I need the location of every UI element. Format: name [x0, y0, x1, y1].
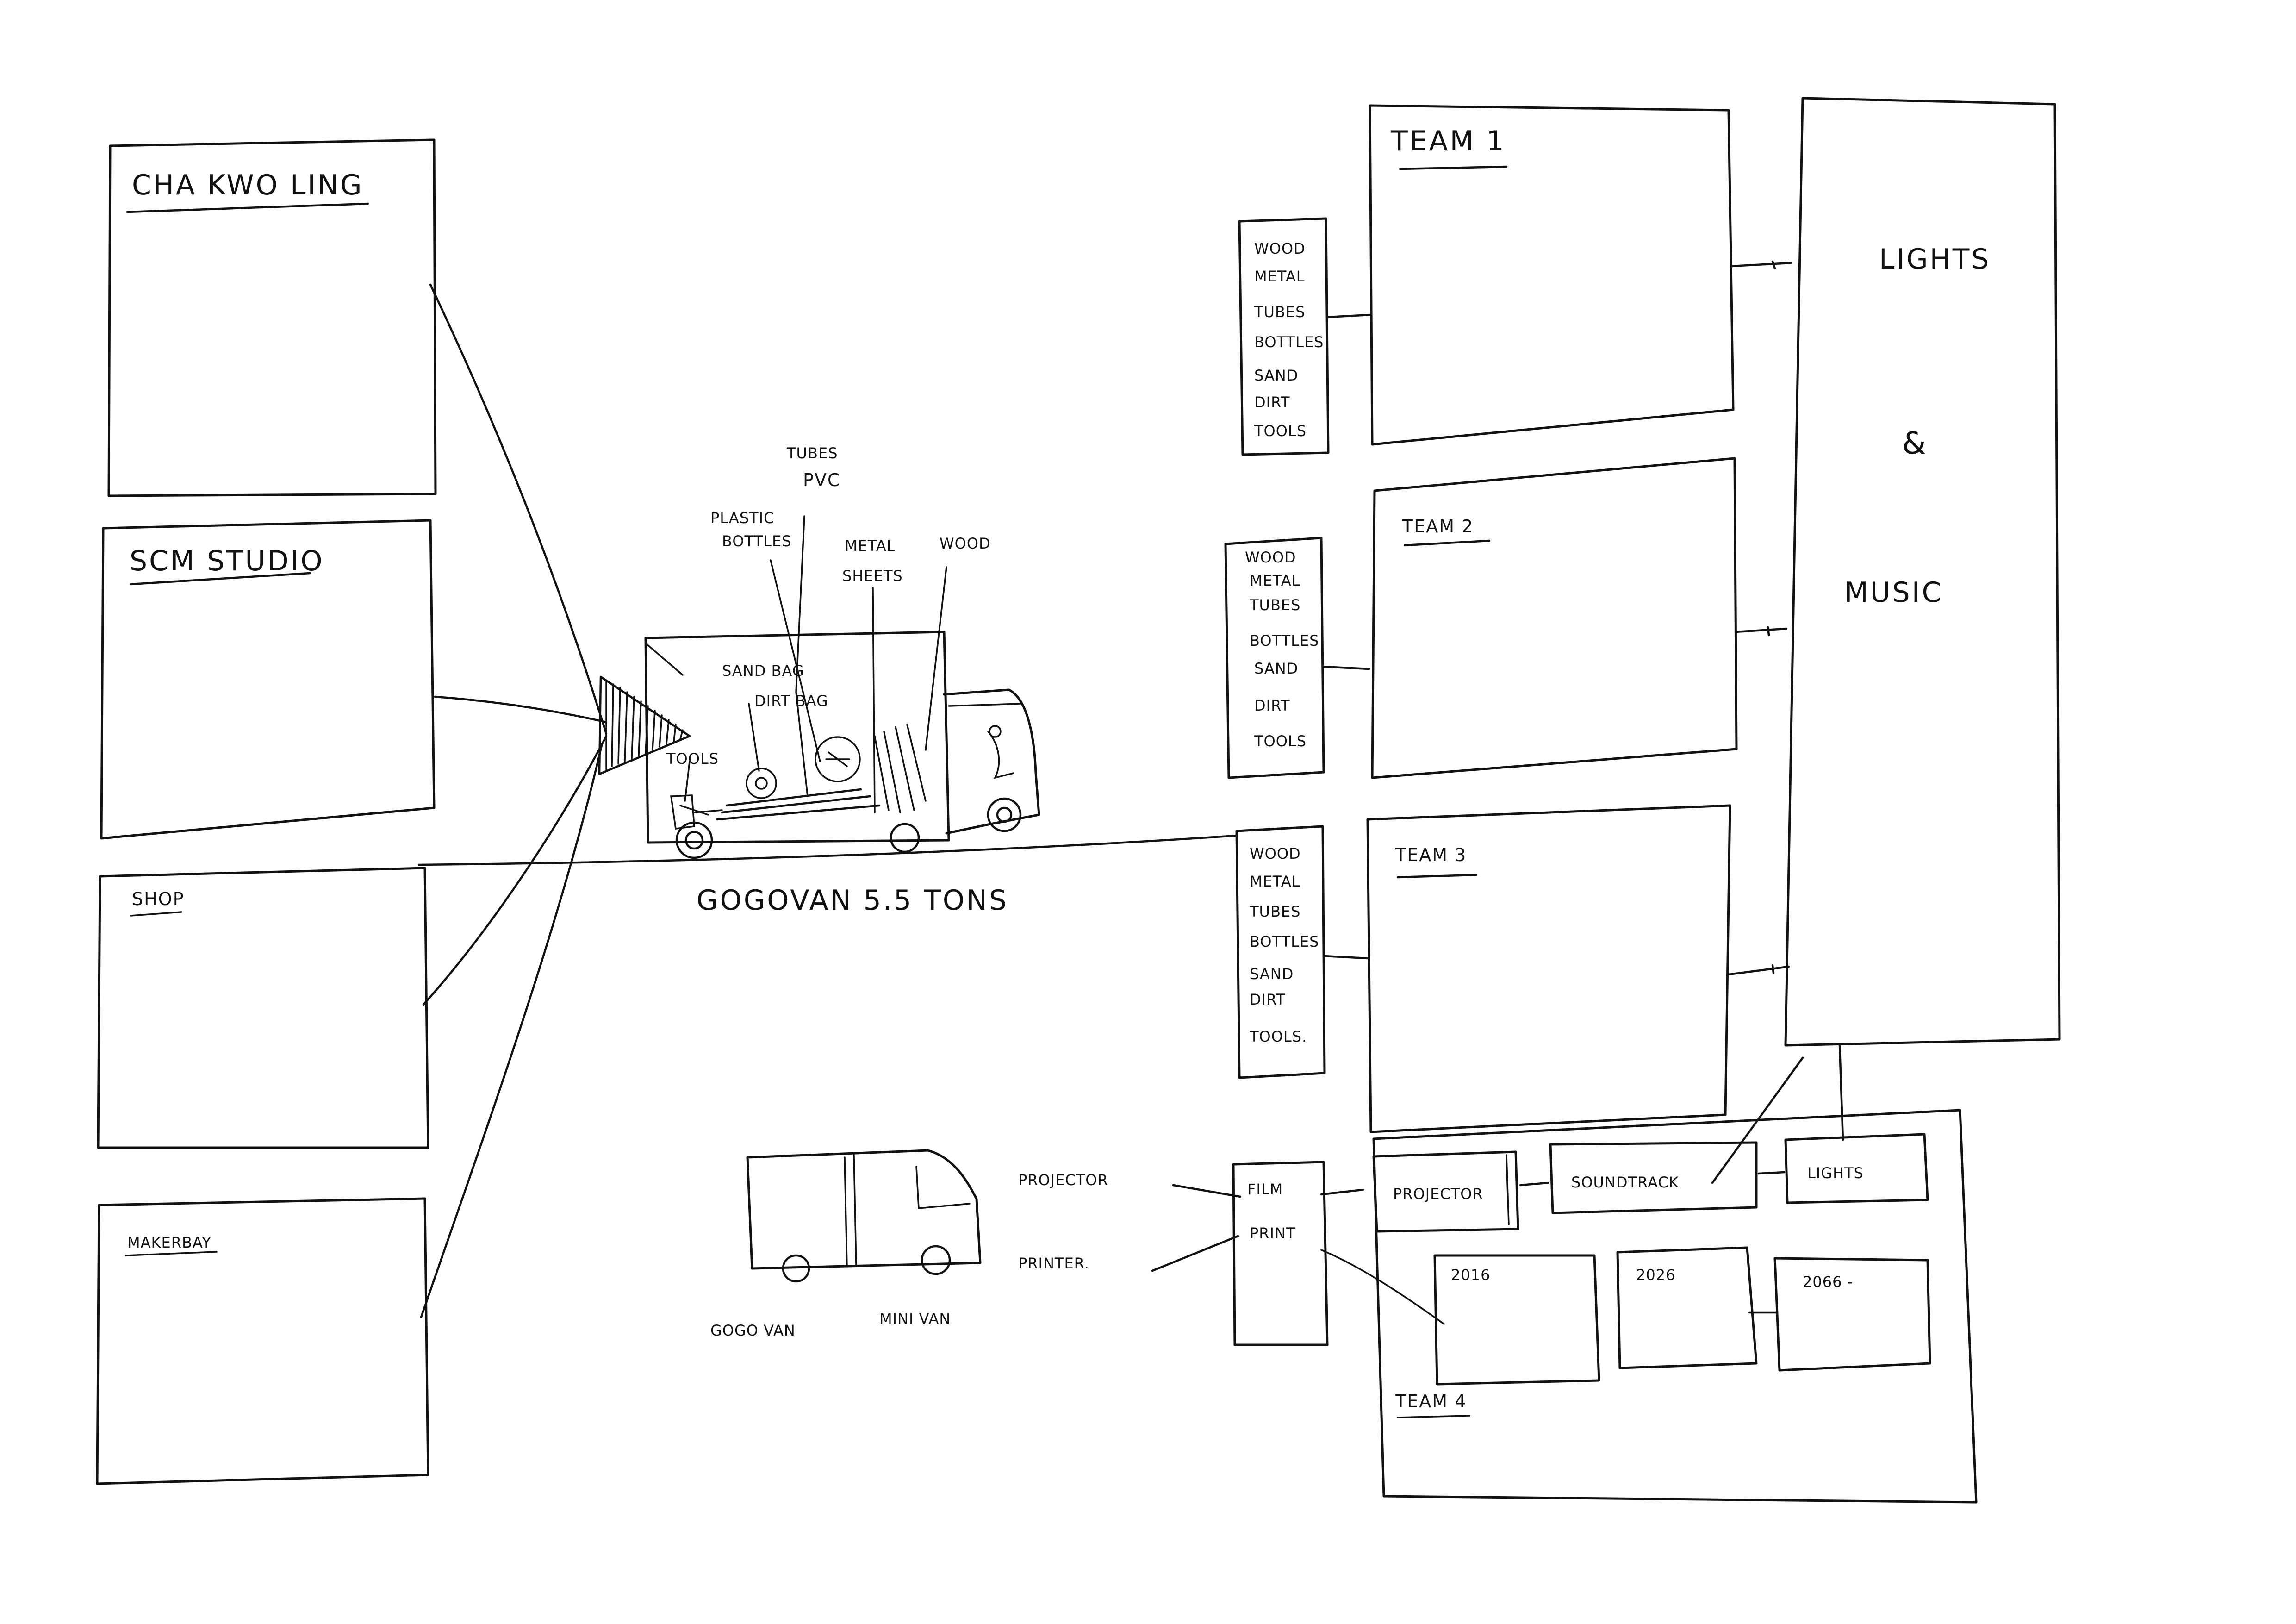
ampersand-label: &: [1902, 425, 1930, 461]
svg-text:2016: 2016: [1451, 1266, 1490, 1284]
location-title: SCM STUDIO: [130, 545, 324, 577]
media-film: FILM: [1247, 1181, 1283, 1198]
svg-text:DIRT: DIRT: [1250, 991, 1286, 1008]
printer-label: PRINTER.: [1018, 1255, 1089, 1272]
svg-text:PROJECTOR: PROJECTOR: [1393, 1185, 1483, 1203]
svg-text:METAL: METAL: [1250, 873, 1300, 890]
location-title: SHOP: [132, 889, 185, 909]
wheel-icon: [891, 824, 919, 852]
team-3: TEAM 3 WOOD METAL TUBES BOTTLES SAND DIR…: [1237, 806, 1730, 1132]
location-title: MAKERBAY: [127, 1234, 212, 1251]
label-tools: TOOLS: [666, 750, 719, 768]
label-pvc: PVC: [803, 470, 840, 490]
label-bottles: BOTTLES: [722, 532, 791, 550]
team-title: TEAM 1: [1390, 125, 1506, 157]
svg-text:TOOLS.: TOOLS.: [1249, 1028, 1307, 1045]
svg-text:2066 -: 2066 -: [1803, 1273, 1853, 1291]
team-title: TEAM 2: [1402, 516, 1474, 537]
era-2026: [1618, 1248, 1756, 1368]
svg-text:BOTTLES: BOTTLES: [1254, 333, 1324, 351]
label-tubes: TUBES: [786, 444, 838, 462]
svg-text:TUBES: TUBES: [1249, 903, 1300, 920]
location-scm-studio: SCM STUDIO: [101, 520, 434, 838]
truck-cab: [944, 690, 1039, 833]
truck-caption: GOGOVAN 5.5 TONS: [697, 884, 1008, 917]
svg-text:SAND: SAND: [1254, 660, 1298, 677]
svg-text:METAL: METAL: [1250, 572, 1300, 589]
svg-text:BOTTLES: BOTTLES: [1250, 632, 1319, 650]
location-connectors: [421, 285, 606, 1317]
svg-text:METAL: METAL: [1254, 268, 1305, 285]
location-cha-kwo-ling: CHA KWO LING: [109, 140, 436, 496]
media-print: PRINT: [1250, 1224, 1295, 1242]
gogo-van-label: GOGO VAN: [710, 1322, 796, 1339]
lights-label: LIGHTS: [1879, 243, 1991, 275]
equipment-labels: PROJECTOR PRINTER.: [1018, 1171, 1240, 1272]
svg-text:WOOD: WOOD: [1254, 240, 1306, 257]
label-sand-bag: SAND BAG: [722, 662, 804, 680]
svg-text:TUBES: TUBES: [1249, 596, 1300, 614]
label-wood: WOOD: [940, 535, 991, 552]
mini-van-drawing: GOGO VAN MINI VAN: [710, 1150, 980, 1339]
truck-drawing: TUBES PVC PLASTIC BOTTLES METAL SHEETS W…: [599, 444, 1039, 858]
label-plastic: PLASTIC: [710, 509, 774, 527]
location-title: CHA KWO LING: [132, 169, 363, 201]
team-4: TEAM 4 PROJECTOR SOUNDTRACK LIGHTS 2016 …: [1374, 1045, 1976, 1502]
svg-text:TOOLS: TOOLS: [1254, 422, 1307, 440]
svg-text:WOOD: WOOD: [1245, 549, 1296, 566]
lights-music-panel: LIGHTS & MUSIC: [1729, 98, 2060, 1045]
svg-text:WOOD: WOOD: [1250, 845, 1301, 862]
projector-label: PROJECTOR: [1018, 1171, 1108, 1189]
label-metal: METAL: [845, 537, 896, 555]
wheel-icon: [988, 799, 1020, 831]
distribution-line: [419, 836, 1237, 865]
svg-text:SAND: SAND: [1254, 367, 1298, 384]
team-title: TEAM 4: [1395, 1391, 1467, 1412]
svg-text:BOTTLES: BOTTLES: [1250, 933, 1319, 950]
svg-text:LIGHTS: LIGHTS: [1807, 1164, 1864, 1182]
svg-text:SOUNDTRACK: SOUNDTRACK: [1571, 1174, 1679, 1191]
location-makerbay: MAKERBAY: [97, 1199, 428, 1484]
svg-text:DIRT: DIRT: [1254, 697, 1290, 714]
team-1: TEAM 1 WOOD METAL TUBES BOTTLES SAND DIR…: [1239, 106, 1733, 455]
location-shop: SHOP: [98, 868, 428, 1148]
svg-text:2026: 2026: [1636, 1266, 1675, 1284]
team-2: TEAM 2 WOOD METAL TUBES BOTTLES SAND DIR…: [1226, 458, 1736, 778]
mini-van-label: MINI VAN: [879, 1310, 951, 1328]
svg-text:TOOLS: TOOLS: [1254, 732, 1307, 750]
label-dirt-bag: DIRT BAG: [754, 692, 828, 710]
wheel-icon: [922, 1246, 950, 1274]
music-label: MUSIC: [1844, 576, 1943, 609]
svg-text:SAND: SAND: [1250, 965, 1294, 983]
label-sheets: SHEETS: [842, 567, 903, 585]
team-title: TEAM 3: [1395, 845, 1467, 865]
svg-text:TUBES: TUBES: [1254, 303, 1305, 321]
svg-text:DIRT: DIRT: [1254, 394, 1290, 411]
